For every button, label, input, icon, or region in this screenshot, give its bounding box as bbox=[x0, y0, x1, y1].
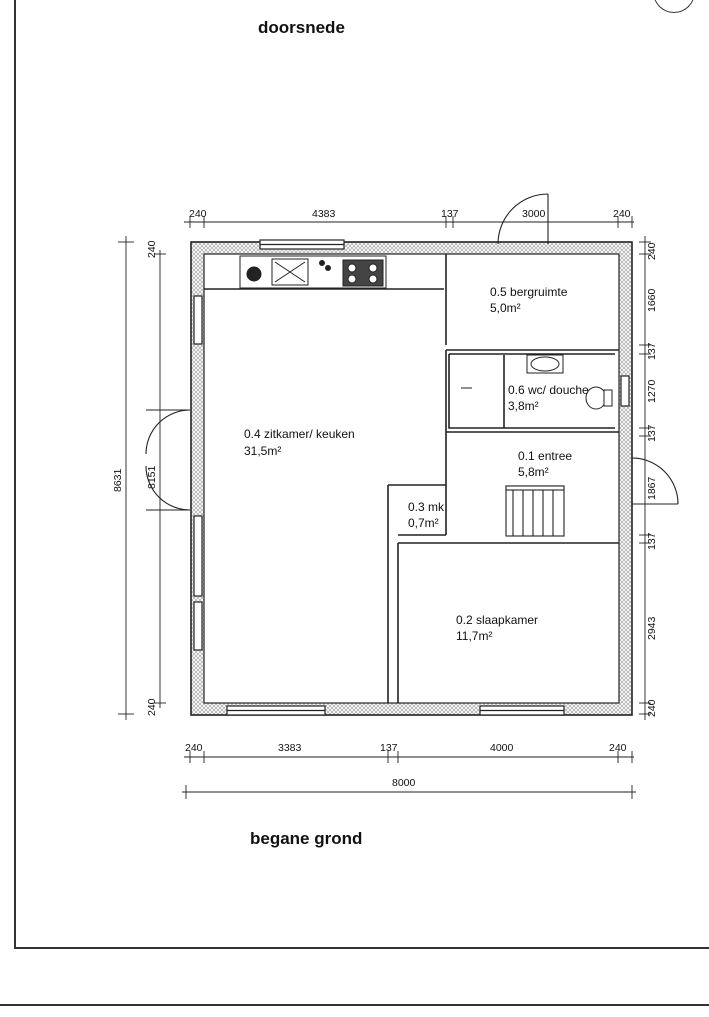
room-label-entrance: 0.1 entree bbox=[518, 449, 572, 463]
room-labels: 0.4 zitkamer/ keuken 31,5m² 0.5 bergruim… bbox=[244, 285, 589, 643]
room-area-meter-cupboard: 0,7m² bbox=[408, 516, 439, 530]
dim-top-wall-left: 240 bbox=[189, 208, 207, 220]
dim-top-inner-wall: 137 bbox=[441, 208, 459, 220]
frame-left-line bbox=[14, 0, 16, 948]
top-dimensions: 240 4383 137 3000 240 bbox=[189, 208, 631, 220]
dim-right-bathroom: 1270 bbox=[646, 379, 658, 403]
dim-left-outer: 8631 bbox=[112, 468, 124, 492]
room-label-meter-cupboard: 0.3 mk bbox=[408, 500, 445, 514]
dim-top-wall-right: 240 bbox=[613, 208, 631, 220]
dim-bottom-inner-wall: 137 bbox=[380, 742, 398, 754]
room-area-entrance: 5,8m² bbox=[518, 465, 549, 479]
bottom-dimensions: 240 3383 137 4000 240 8000 bbox=[185, 742, 627, 789]
dimension-lines bbox=[118, 216, 651, 799]
dim-left-wall-top: 240 bbox=[146, 240, 158, 258]
room-area-bedroom: 11,7m² bbox=[456, 629, 492, 643]
dim-bottom-bedroom: 4000 bbox=[490, 742, 514, 754]
right-dimensions: 240 1660 137 1270 137 1867 137 2943 240 bbox=[646, 242, 658, 717]
doors bbox=[145, 193, 679, 511]
dim-bottom-total: 8000 bbox=[392, 777, 416, 789]
dim-right-wall-bottom: 240 bbox=[646, 699, 658, 717]
frame-bottom-line bbox=[14, 947, 709, 949]
dim-right-entrance: 1867 bbox=[646, 476, 658, 500]
bathroom-fixtures bbox=[461, 354, 613, 410]
dim-right-wall-2: 137 bbox=[646, 342, 658, 360]
dim-right-wall-3: 137 bbox=[646, 424, 658, 442]
room-area-living-kitchen: 31,5m² bbox=[244, 444, 281, 458]
left-dimensions: 8631 8151 240 240 bbox=[112, 240, 158, 716]
dim-left-wall-bottom: 240 bbox=[146, 698, 158, 716]
stairs bbox=[505, 485, 565, 537]
dim-top-living: 4383 bbox=[312, 208, 336, 220]
page-edge-line bbox=[0, 1004, 709, 1006]
dim-bottom-wall-right: 240 bbox=[609, 742, 627, 754]
dim-left-inner: 8151 bbox=[146, 465, 158, 489]
dim-right-wall-top: 240 bbox=[646, 242, 658, 260]
room-area-storage: 5,0m² bbox=[490, 301, 521, 315]
dim-top-right-rooms: 3000 bbox=[522, 208, 546, 220]
windows bbox=[193, 239, 630, 716]
section-title: doorsnede bbox=[258, 18, 345, 37]
room-label-living-kitchen: 0.4 zitkamer/ keuken bbox=[244, 427, 355, 441]
interior-walls bbox=[204, 254, 619, 703]
room-area-wc-shower: 3,8m² bbox=[508, 399, 539, 413]
room-label-storage: 0.5 bergruimte bbox=[490, 285, 568, 299]
dim-right-bedroom: 2943 bbox=[646, 616, 658, 640]
kitchen-counter bbox=[239, 255, 387, 289]
room-label-bedroom: 0.2 slaapkamer bbox=[456, 613, 538, 627]
outer-wall bbox=[190, 241, 633, 716]
dim-bottom-wall-left: 240 bbox=[185, 742, 203, 754]
room-label-wc-shower: 0.6 wc/ douche bbox=[508, 383, 589, 397]
dim-right-wall-4: 137 bbox=[646, 532, 658, 550]
floor-title: begane grond bbox=[250, 829, 363, 848]
dim-right-storage: 1660 bbox=[646, 288, 658, 312]
dim-bottom-living: 3383 bbox=[278, 742, 302, 754]
